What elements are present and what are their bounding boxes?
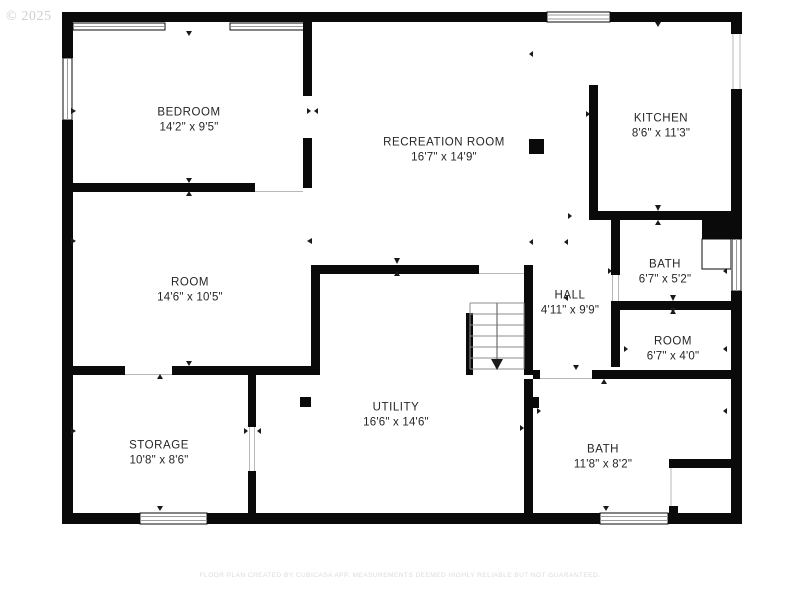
footer-disclaimer: FLOOR PLAN CREATED BY CUBICASA APP. MEAS… (199, 572, 601, 579)
window-top-recreation (546, 11, 611, 23)
wall-kitchen-enclosure (586, 85, 731, 225)
wall-room-right (624, 308, 727, 352)
door-room-storage[interactable] (125, 366, 172, 375)
wall-markers-utility (300, 258, 400, 407)
wall-hall-bottom-left (533, 370, 540, 379)
stair-direction-arrow-head (491, 359, 503, 370)
door-swing-markers-storage (71, 428, 261, 434)
wall-direction-markers-top (186, 22, 661, 36)
window-bottom-bath (599, 506, 669, 525)
wall-bath-lower (520, 379, 731, 515)
window-bottom-storage (139, 506, 208, 525)
window-top-bedroom-right (229, 22, 309, 31)
wall-markers-recreation (529, 51, 572, 301)
copyright-watermark: © 2025 (6, 9, 52, 24)
door-hall-south[interactable] (540, 370, 592, 379)
door-swing-markers-bedroom (71, 108, 318, 196)
wall-room-right-bottom (592, 370, 731, 379)
window-left-bedroom (62, 57, 73, 121)
wall-utility-enclosure (256, 265, 524, 375)
window-right-kitchen-opening (731, 34, 742, 89)
wall-top-right-corner (731, 12, 742, 34)
wall-bath-upper-bottom (611, 301, 731, 310)
door-bedroom-east[interactable] (303, 96, 312, 138)
door-hall-bath-upper[interactable] (611, 275, 620, 301)
wall-room-left-enclosure (62, 366, 256, 514)
door-utility-north[interactable] (479, 265, 524, 274)
bath-upper-fixture (701, 238, 732, 270)
door-storage-utility[interactable] (248, 427, 256, 471)
utility-fixture-marker (300, 397, 311, 407)
bath-upper-counter (702, 220, 731, 239)
door-swing-markers-room-left (71, 238, 312, 379)
window-top-bedroom-left (72, 22, 166, 31)
door-bedroom-south[interactable] (255, 183, 303, 192)
staircase[interactable] (466, 302, 525, 375)
recreation-room-column (529, 139, 544, 154)
wall-right-kitchen (731, 89, 742, 219)
wall-right-lower (731, 291, 742, 524)
wall-bedroom-bottom (62, 183, 255, 192)
bath-lower-fixture-marker (524, 397, 539, 408)
